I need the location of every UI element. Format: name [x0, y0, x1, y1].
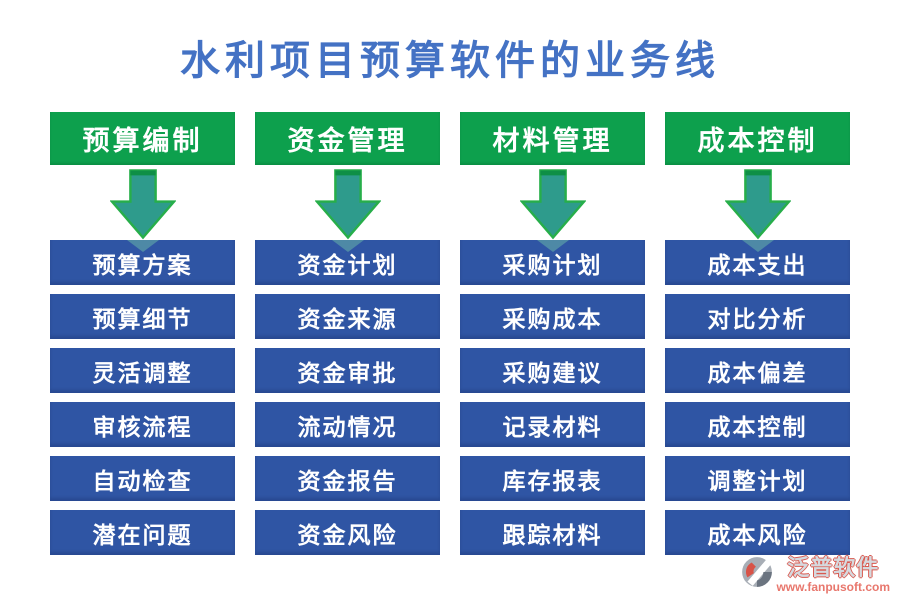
column-header: 材料管理	[460, 112, 645, 165]
flow-item: 自动检查	[50, 456, 235, 501]
down-arrow-icon	[109, 165, 176, 240]
flow-item: 资金报告	[255, 456, 440, 501]
flow-item: 成本支出	[665, 240, 850, 285]
flow-item: 成本控制	[665, 402, 850, 447]
down-arrow-icon	[724, 165, 791, 240]
down-arrow-icon	[519, 165, 586, 240]
flow-column-budget-preparation: 预算编制 预算方案 预算细节 灵活调整 审核流程 自动检查 潜在问题	[50, 112, 235, 555]
flow-item: 资金审批	[255, 348, 440, 393]
flow-item: 成本偏差	[665, 348, 850, 393]
watermark-brand: 泛普软件	[787, 554, 880, 580]
flow-item: 资金计划	[255, 240, 440, 285]
column-header: 成本控制	[665, 112, 850, 165]
flow-item: 采购计划	[460, 240, 645, 285]
flow-item: 采购成本	[460, 294, 645, 339]
vendor-watermark: 泛普软件 www.fanpusoft.com	[740, 555, 890, 594]
flow-item: 调整计划	[665, 456, 850, 501]
item-list: 采购计划 采购成本 采购建议 记录材料 库存报表 跟踪材料	[460, 240, 645, 555]
flow-column-material-management: 材料管理 采购计划 采购成本 采购建议 记录材料 库存报表 跟踪材料	[460, 112, 645, 555]
item-list: 资金计划 资金来源 资金审批 流动情况 资金报告 资金风险	[255, 240, 440, 555]
fanpu-logo-icon	[740, 555, 774, 594]
flow-item: 审核流程	[50, 402, 235, 447]
flow-item: 流动情况	[255, 402, 440, 447]
flow-item: 资金来源	[255, 294, 440, 339]
item-list: 预算方案 预算细节 灵活调整 审核流程 自动检查 潜在问题	[50, 240, 235, 555]
item-list: 成本支出 对比分析 成本偏差 成本控制 调整计划 成本风险	[665, 240, 850, 555]
flow-item: 对比分析	[665, 294, 850, 339]
flow-item: 潜在问题	[50, 510, 235, 555]
flow-item: 库存报表	[460, 456, 645, 501]
down-arrow-icon	[314, 165, 381, 240]
flow-item: 灵活调整	[50, 348, 235, 393]
flow-item: 跟踪材料	[460, 510, 645, 555]
flow-item: 采购建议	[460, 348, 645, 393]
watermark-url: www.fanpusoft.com	[776, 579, 890, 594]
flow-item: 预算方案	[50, 240, 235, 285]
flow-item: 资金风险	[255, 510, 440, 555]
flow-columns: 预算编制 预算方案 预算细节 灵活调整 审核流程 自动检查 潜在问题 资金管理	[50, 112, 850, 555]
flow-item: 成本风险	[665, 510, 850, 555]
flow-column-fund-management: 资金管理 资金计划 资金来源 资金审批 流动情况 资金报告 资金风险	[255, 112, 440, 555]
column-header: 资金管理	[255, 112, 440, 165]
column-header: 预算编制	[50, 112, 235, 165]
flow-item: 预算细节	[50, 294, 235, 339]
flow-item: 记录材料	[460, 402, 645, 447]
page-title: 水利项目预算软件的业务线	[180, 38, 720, 83]
flow-column-cost-control: 成本控制 成本支出 对比分析 成本偏差 成本控制 调整计划 成本风险	[665, 112, 850, 555]
